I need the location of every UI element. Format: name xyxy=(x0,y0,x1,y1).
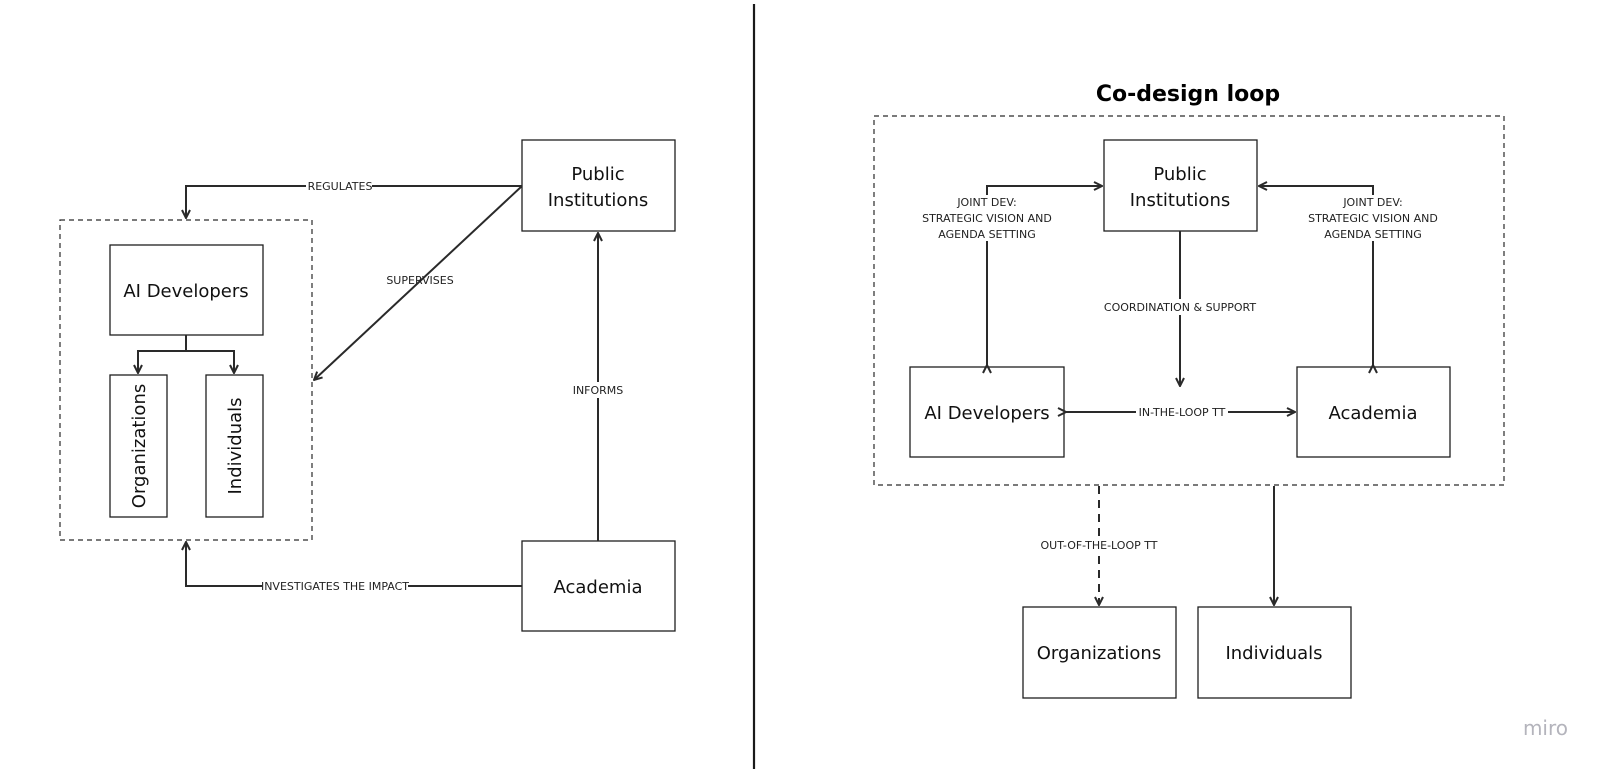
left-ai-developers-label: AI Developers xyxy=(123,281,248,302)
right-diagram: Co-design loop Public Institutions AI De… xyxy=(873,82,1505,699)
right-joint-dev-right-line1: JOINT DEV: xyxy=(1342,196,1402,209)
right-joint-dev-right-line3: AGENDA SETTING xyxy=(1324,228,1422,241)
left-public-institutions-label-line2: Institutions xyxy=(548,190,648,211)
left-edge-investigates-label: INVESTIGATES THE IMPACT xyxy=(261,580,409,593)
left-academia-label: Academia xyxy=(554,577,643,598)
co-design-loop-title: Co-design loop xyxy=(1096,82,1280,107)
left-edge-supervises-label: SUPERVISES xyxy=(386,274,453,287)
left-diagram: AI Developers Organizations Individuals … xyxy=(59,139,676,632)
left-node-organizations[interactable]: Organizations xyxy=(109,374,168,518)
right-node-public-institutions[interactable]: Public Institutions xyxy=(1103,139,1258,232)
right-public-institutions-label-line1: Public xyxy=(1153,164,1206,185)
right-joint-dev-right-line2: STRATEGIC VISION AND xyxy=(1308,212,1438,225)
right-organizations-label: Organizations xyxy=(1037,643,1161,664)
co-design-loop-group xyxy=(873,115,1505,486)
right-joint-dev-left-line1: JOINT DEV: xyxy=(956,196,1016,209)
left-edge-ai-to-organizations xyxy=(138,335,187,373)
left-node-ai-developers[interactable]: AI Developers xyxy=(109,244,264,336)
left-individuals-label: Individuals xyxy=(225,397,246,494)
left-organizations-label: Organizations xyxy=(129,384,150,508)
left-edge-supervises xyxy=(314,185,523,380)
right-node-individuals[interactable]: Individuals xyxy=(1197,606,1352,699)
right-joint-dev-left-line2: STRATEGIC VISION AND xyxy=(922,212,1052,225)
left-edge-investigates xyxy=(186,542,522,587)
right-node-academia[interactable]: Academia xyxy=(1296,366,1451,458)
right-individuals-label: Individuals xyxy=(1225,643,1322,664)
left-node-individuals[interactable]: Individuals xyxy=(205,374,264,518)
right-edge-coordination-label: COORDINATION & SUPPORT xyxy=(1104,301,1256,314)
right-public-institutions-label-line2: Institutions xyxy=(1130,190,1230,211)
right-node-organizations[interactable]: Organizations xyxy=(1022,606,1177,699)
left-edge-regulates xyxy=(186,185,522,218)
right-ai-developers-label: AI Developers xyxy=(924,403,1049,424)
right-edge-joint-dev-left xyxy=(987,186,1102,365)
miro-logo: miro xyxy=(1523,716,1568,740)
right-joint-dev-left-line3: AGENDA SETTING xyxy=(938,228,1036,241)
left-public-institutions-label-line1: Public xyxy=(571,164,624,185)
right-node-ai-developers[interactable]: AI Developers xyxy=(909,366,1065,458)
right-edge-in-the-loop-label: IN-THE-LOOP TT xyxy=(1139,406,1226,419)
left-edge-regulates-label: REGULATES xyxy=(308,180,373,193)
left-developer-group xyxy=(59,219,313,541)
right-edge-joint-dev-right xyxy=(1259,186,1373,365)
left-edge-informs-label: INFORMS xyxy=(573,384,624,397)
left-edge-ai-to-individuals xyxy=(186,350,234,373)
left-node-academia[interactable]: Academia xyxy=(521,540,676,632)
right-edge-out-of-the-loop-label: OUT-OF-THE-LOOP TT xyxy=(1041,539,1158,552)
right-academia-label: Academia xyxy=(1329,403,1418,424)
left-node-public-institutions[interactable]: Public Institutions xyxy=(521,139,676,232)
